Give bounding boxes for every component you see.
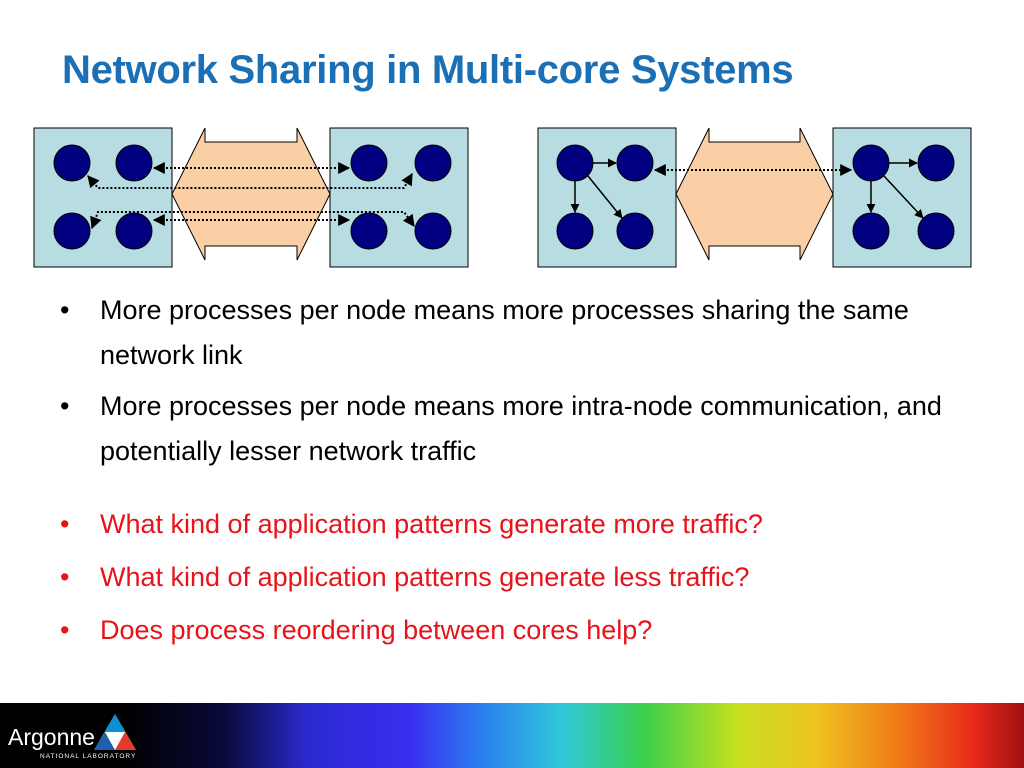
bullet-dot: • xyxy=(60,391,70,421)
bullet-dot: • xyxy=(60,615,70,645)
right-diagram xyxy=(537,127,972,268)
slide-title: Network Sharing in Multi-core Systems xyxy=(62,48,794,92)
core xyxy=(53,144,91,182)
core xyxy=(350,212,388,250)
intra-node-arrow xyxy=(883,175,924,219)
comm-path xyxy=(90,211,415,230)
core xyxy=(556,212,594,250)
bullet-item: • More processes per node means more pro… xyxy=(60,288,990,378)
core xyxy=(414,212,452,250)
core xyxy=(556,144,594,182)
argonne-logo-icon xyxy=(94,714,136,750)
bullet-text: Does process reordering between cores he… xyxy=(100,615,653,645)
node-box-left xyxy=(537,127,677,268)
footer-spectrum-bar xyxy=(0,703,1024,768)
left-diagram xyxy=(33,127,469,268)
node-box-left xyxy=(33,127,173,268)
core xyxy=(53,212,91,250)
core xyxy=(616,144,654,182)
bullet-list: • More processes per node means more pro… xyxy=(60,288,990,661)
bullet-item: • More processes per node means more int… xyxy=(60,384,990,474)
bullet-item: • What kind of application patterns gene… xyxy=(60,555,990,600)
core xyxy=(852,144,890,182)
network-link-arrow xyxy=(171,127,331,261)
core xyxy=(350,144,388,182)
core xyxy=(115,212,153,250)
network-link-arrow xyxy=(675,127,834,261)
intra-node-arrow xyxy=(587,175,623,219)
bullet-dot: • xyxy=(60,509,70,539)
bullet-text: What kind of application patterns genera… xyxy=(100,509,763,539)
bullet-item: • What kind of application patterns gene… xyxy=(60,502,990,547)
bullet-text: More processes per node means more proce… xyxy=(100,295,909,370)
core xyxy=(414,144,452,182)
node-box-right xyxy=(329,127,469,268)
core xyxy=(917,212,955,250)
node-box-right xyxy=(832,127,972,268)
bullet-dot: • xyxy=(60,562,70,592)
core xyxy=(616,212,654,250)
core xyxy=(852,212,890,250)
core xyxy=(115,144,153,182)
argonne-logo-subtext: NATIONAL LABORATORY xyxy=(40,753,137,760)
bullet-text: What kind of application patterns genera… xyxy=(100,562,750,592)
network-sharing-diagram xyxy=(33,127,972,268)
bullet-text: More processes per node means more intra… xyxy=(100,391,942,466)
comm-path xyxy=(87,172,413,189)
bullet-item: • Does process reordering between cores … xyxy=(60,608,990,653)
core xyxy=(917,144,955,182)
bullet-dot: • xyxy=(60,295,70,325)
argonne-logo-text: Argonne xyxy=(8,724,95,750)
